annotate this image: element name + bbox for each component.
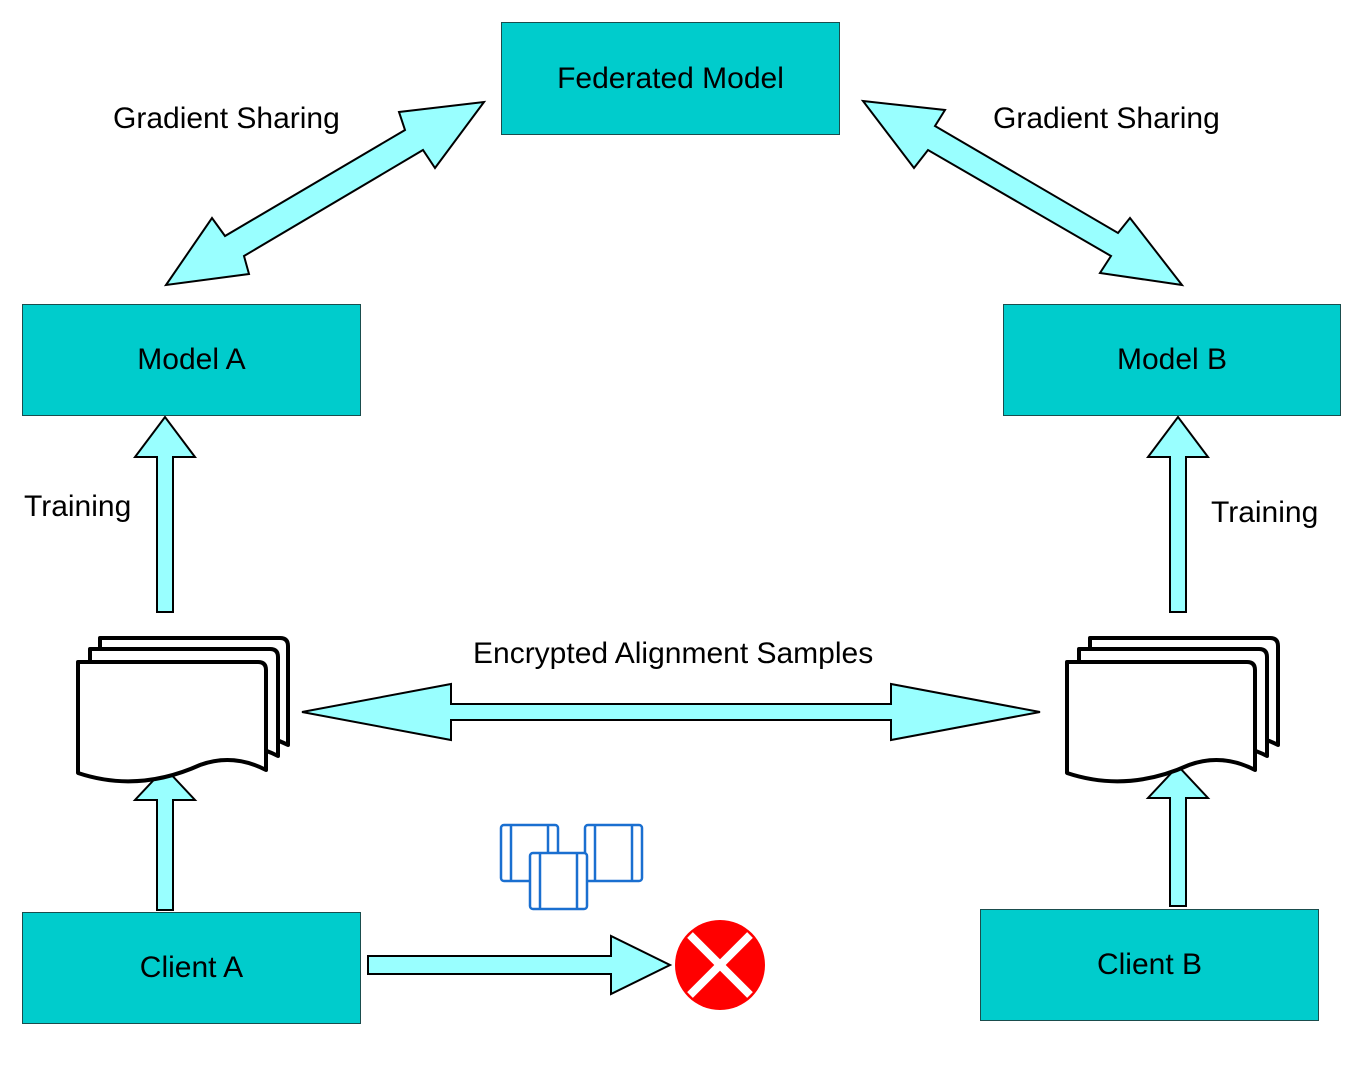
document-stack-icon bbox=[1065, 636, 1280, 784]
model-b-label: Model B bbox=[1116, 343, 1228, 376]
federated-model-label: Federated Model bbox=[557, 61, 784, 95]
model-a-box: Model A bbox=[22, 304, 361, 416]
red-x-circle-icon bbox=[675, 920, 765, 1010]
gradient-sharing-right-label: Gradient Sharing bbox=[993, 102, 1220, 135]
encrypted-alignment-arrow bbox=[301, 682, 1041, 742]
training-arrow-b bbox=[1146, 415, 1210, 613]
gradient-arrow-left bbox=[163, 100, 487, 287]
cube-blocks-icon bbox=[499, 823, 644, 911]
model-b-box: Model B bbox=[1003, 304, 1341, 416]
training-left-label: Training bbox=[24, 490, 132, 523]
model-a-label: Model A bbox=[137, 343, 246, 376]
federated-model-box: Federated Model bbox=[501, 22, 840, 135]
training-right-label: Training bbox=[1211, 496, 1319, 529]
client-b-box: Client B bbox=[980, 909, 1319, 1021]
client-a-box: Client A bbox=[22, 912, 361, 1024]
encrypted-alignment-label: Encrypted Alignment Samples bbox=[473, 637, 874, 670]
gradient-sharing-left-label: Gradient Sharing bbox=[113, 102, 340, 135]
client-a-data-arrow bbox=[132, 766, 198, 911]
client-a-blocked-arrow bbox=[367, 934, 673, 996]
training-arrow-a bbox=[133, 415, 197, 613]
client-b-label: Client B bbox=[1096, 948, 1203, 981]
client-a-label: Client A bbox=[139, 951, 244, 984]
client-b-data-arrow bbox=[1145, 764, 1211, 907]
document-stack-icon bbox=[76, 636, 290, 784]
gradient-arrow-right bbox=[860, 99, 1185, 287]
